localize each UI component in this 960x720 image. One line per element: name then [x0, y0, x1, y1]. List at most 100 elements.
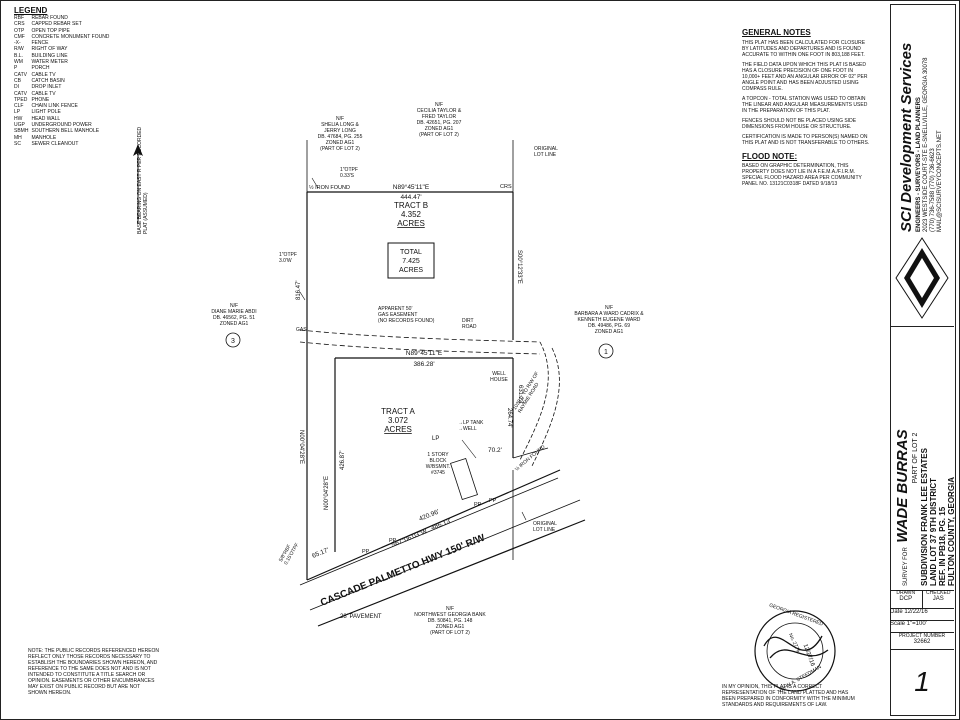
east-bearing-label: S00°12'33"E	[516, 250, 522, 284]
legend-abbr: HW	[14, 115, 23, 122]
legend-abbr: OTP	[14, 27, 25, 34]
pp-label-3: PP	[474, 502, 482, 508]
legend-abbr: CMF	[14, 33, 25, 40]
otpf-top: 1"OTPF 0.33'S	[340, 167, 358, 179]
legend-desc: CONCRETE MONUMENT FOUND	[31, 33, 110, 40]
legend-abbr: WM	[14, 59, 23, 66]
pavement-label: 28' PAVEMENT	[340, 614, 382, 620]
west-bearing-label: N00°04'28"E	[298, 430, 304, 464]
company-address: 2023 WESTSIDE COURT-STE E-SNELLVILLE, GE…	[923, 57, 929, 232]
legend-row: R/W RIGHT OF WAY	[14, 46, 112, 52]
panel-divider	[890, 326, 954, 327]
legend-desc: BUILDING LINE	[31, 52, 68, 59]
lp-label: LP	[432, 436, 439, 442]
survey-part: PART OF LOT 2	[912, 432, 919, 484]
tract-a-area: 3.072	[388, 416, 409, 425]
legend-desc: CABLE TV	[31, 71, 56, 78]
legend-desc: UNDERGROUND POWER	[31, 122, 92, 129]
original-lot-line-bottom: ORIGINAL LOT LINE	[533, 521, 557, 533]
well-house: WELL HOUSE	[490, 371, 508, 383]
legend-abbr: MH	[14, 134, 22, 141]
scale-value: 1"=100'	[906, 621, 927, 627]
certification-note: IN MY OPINION, THIS PLAT IS A CORRECT RE…	[722, 684, 855, 708]
plat-drawing: TRACT B 4.352 ACRES TOTAL 7.425 ACRES TR…	[225, 140, 614, 627]
legend-desc: PHONE	[31, 96, 50, 103]
legend-abbr: TPED	[14, 96, 28, 103]
project-value: 32662	[913, 639, 931, 645]
total-area: 7.425	[402, 258, 420, 265]
original-lot-line-top: ORIGINAL LOT LINE	[534, 146, 558, 158]
legend-desc: SOUTHERN BELL MANHOLE	[31, 128, 100, 135]
west-owner: N/F DIANE MARIE ABDI DB. 46562, PG. 51 Z…	[211, 303, 257, 327]
general-note-5: CERTIFICATION IS MADE TO PERSON(S) NAMED…	[742, 134, 870, 146]
legend-desc: DROP INLET	[31, 84, 62, 91]
checked-value: JAS	[932, 596, 944, 602]
north-owner-2: N/F CECILIA TAYLOR & FRED TAYLOR DB. 426…	[416, 102, 462, 138]
legend-desc: RIGHT OF WAY	[31, 46, 68, 53]
legend-desc: CATCH BASIN	[31, 77, 65, 84]
checked-label: CHECKED	[926, 590, 951, 596]
date-value: 12/22/16	[904, 609, 928, 615]
road-length-2: 486.13'	[430, 517, 452, 531]
drawn-label: DRAWN	[896, 590, 916, 596]
legend-abbr: CATV	[14, 71, 27, 78]
south-owner: N/F NORTHWEST GEORGIA BANK DB. 50841, PG…	[414, 606, 486, 636]
legend-desc: CHAIN LINK FENCE	[31, 103, 78, 110]
tract-a-name: TRACT A	[381, 407, 415, 416]
surveyor-seal	[754, 610, 836, 692]
drawn-value: DCP	[899, 596, 913, 602]
flood-note-title: FLOOD NOTE:	[742, 152, 798, 161]
company-name: SCI Development Services	[898, 42, 915, 232]
legend-desc: CABLE TV	[31, 90, 56, 97]
legend-desc: FENCE	[31, 40, 49, 47]
legend-row: -X- FENCE	[14, 40, 112, 46]
company-services: ENGINEERS - SURVEYORS - LAND PLANNERS	[916, 97, 922, 232]
general-note-1: THIS PLAT HAS BEEN CALCULATED FOR CLOSUR…	[742, 40, 866, 58]
date-label: Date	[890, 609, 903, 615]
legend-row: CMF CONCRETE MONUMENT FOUND	[14, 34, 112, 40]
legend-abbr: CRS	[14, 21, 25, 28]
legend-abbr: -X-	[14, 40, 21, 47]
north-owner-1: N/F SHELIA LONG & JERRY LONG DB. 47684, …	[317, 116, 363, 152]
general-note-4: FENCES SHOULD NOT BE PLACED USING SIDE D…	[742, 118, 857, 130]
road-length-1: 420.96'	[418, 508, 440, 522]
legend-desc: MANHOLE	[31, 134, 57, 141]
company-logo	[895, 237, 949, 319]
total-unit: ACRES	[399, 267, 423, 274]
crs-label: CRS	[500, 184, 512, 190]
flood-note-text: BASED ON GRAPHIC DETERMINATION, THIS PRO…	[742, 163, 862, 187]
pp-label-4: PP	[489, 498, 497, 504]
east-owner: N/F BARBARA A WARD CADRIX & KENNETH EUGE…	[574, 305, 644, 335]
legend-row: B.L.BUILDING LINE	[14, 53, 112, 59]
pp-label-1: PP	[362, 549, 370, 555]
legend-abbr: LP	[14, 109, 21, 116]
survey-county: FULTON COUNTY, GEORGIA	[947, 476, 956, 586]
survey-subdivision: SUBDIVISION FRANK LEE ESTATES	[920, 448, 929, 586]
general-note-3: A TOPCON - TOTAL STATION WAS USED TO OBT…	[742, 96, 868, 114]
company-phone: (770) 736-7588 (770) 736-6623	[930, 148, 936, 232]
legend-desc: SEWER CLEANOUT	[31, 140, 79, 147]
legend-row: MH MANHOLE	[14, 135, 112, 141]
general-notes: GENERAL NOTES THIS PLAT HAS BEEN CALCULA…	[742, 28, 872, 187]
top-line-bearing: N89°45'11"E	[393, 183, 430, 191]
public-records-note: NOTE: THE PUBLIC RECORDS REFERENCED HERE…	[28, 648, 160, 696]
survey-for-name: WADE BURRAS	[894, 429, 911, 543]
legend-title: LEGEND	[14, 6, 48, 15]
circle-1-label: 1	[604, 349, 608, 356]
legend-abbr: R/W	[14, 46, 24, 53]
dirt-road: DIRT ROAD	[462, 318, 477, 330]
general-note-2: THE FIELD DATA UPON WHICH THIS PLAT IS B…	[742, 62, 868, 92]
otpf-west: 1"OTPF 3.0'W	[279, 252, 297, 264]
circle-3-label: 3	[231, 338, 235, 345]
company-block: SCI Development Services ENGINEERS - SUR…	[898, 12, 954, 232]
tract-a-unit: ACRES	[384, 425, 412, 434]
